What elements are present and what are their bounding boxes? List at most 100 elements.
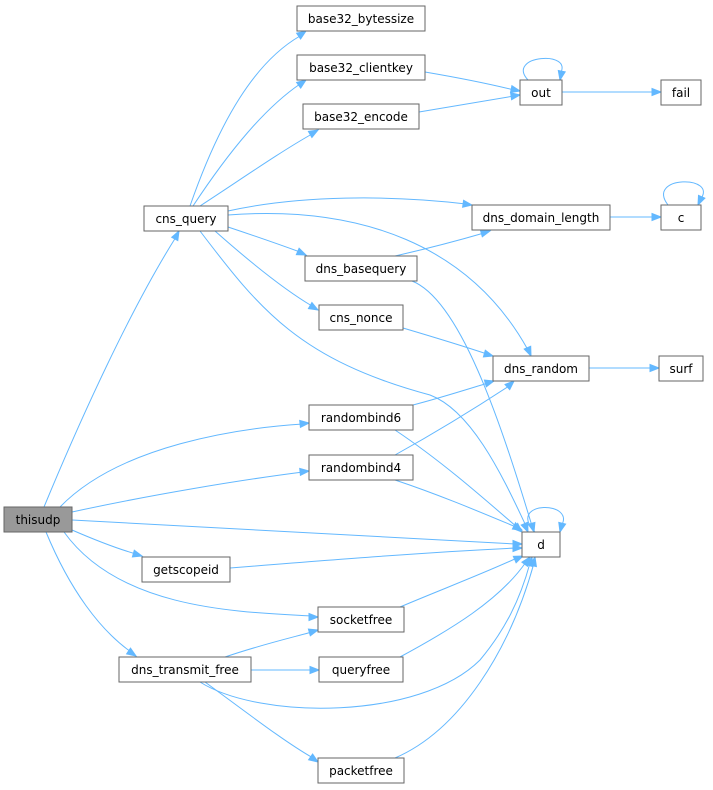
- arrowhead: [509, 84, 522, 94]
- edge-dns-transmit-free-d: [199, 555, 534, 709]
- node-out[interactable]: out: [519, 79, 563, 106]
- arrowhead: [557, 69, 567, 82]
- arrowhead: [649, 363, 661, 373]
- edge-line: [394, 562, 535, 759]
- edge-dns-domain-length-c: [610, 212, 663, 222]
- edge-line: [189, 35, 301, 207]
- edge-cns-query-cns-nonce: [214, 230, 320, 311]
- edge-dns-transmit-free-socketfree: [224, 628, 320, 658]
- edge-cns-query-d: [199, 230, 529, 534]
- arrowhead: [307, 628, 320, 637]
- edge-line: [214, 230, 313, 307]
- edge-line: [59, 423, 304, 508]
- edge-randombind4-dns-random: [394, 380, 516, 456]
- node-label: queryfree: [332, 663, 390, 677]
- edge-getscopeid-d: [229, 543, 524, 569]
- arrowhead: [504, 380, 516, 391]
- edge-line: [71, 519, 517, 545]
- edge-out-out: [522, 57, 567, 82]
- edge-cns-query-dns-domain-length: [227, 197, 474, 212]
- arrowhead: [307, 753, 320, 763]
- edge-line: [43, 236, 177, 508]
- edge-line: [418, 95, 515, 113]
- node-base32-encode[interactable]: base32_encode: [302, 103, 420, 130]
- node-getscopeid[interactable]: getscopeid: [141, 556, 231, 583]
- edge-line: [394, 429, 519, 529]
- edge-line: [199, 133, 313, 207]
- node-cns-nonce[interactable]: cns_nonce: [318, 304, 404, 331]
- node-label: cns_query: [155, 212, 216, 226]
- node-label: base32_clientkey: [309, 61, 413, 75]
- node-c[interactable]: c: [660, 204, 702, 231]
- node-cns-query[interactable]: cns_query: [143, 205, 229, 232]
- edge-cns-query-base32-bytessize: [189, 30, 308, 207]
- node-d[interactable]: d: [521, 531, 561, 558]
- edge-line: [227, 213, 529, 351]
- edge-line: [394, 479, 517, 528]
- edge-line: [399, 557, 518, 608]
- arrowhead: [523, 345, 532, 358]
- edge-cns-query-dns-basequery: [227, 226, 308, 256]
- edge-cns-query-base32-clientkey: [192, 79, 308, 207]
- edge-line: [71, 471, 304, 513]
- arrowhead: [309, 665, 321, 675]
- arrowhead: [125, 647, 138, 657]
- node-packetfree[interactable]: packetfree: [317, 757, 405, 784]
- edge-line: [199, 562, 531, 709]
- node-dns-transmit-free[interactable]: dns_transmit_free: [118, 656, 252, 683]
- edge-line: [424, 71, 515, 91]
- edge-thisudp-randombind6: [59, 419, 311, 508]
- node-label: dns_transmit_free: [131, 663, 239, 677]
- edge-thisudp-socketfree: [63, 531, 320, 622]
- edge-d-d: [527, 507, 567, 534]
- node-label: base32_encode: [314, 110, 408, 124]
- node-fail[interactable]: fail: [660, 79, 702, 106]
- node-queryfree[interactable]: queryfree: [318, 656, 404, 683]
- edge-randombind6-d: [394, 429, 524, 533]
- node-label: dns_random: [504, 362, 578, 376]
- edge-line: [411, 280, 533, 527]
- edge-dns-transmit-free-queryfree: [251, 665, 321, 675]
- node-label: packetfree: [329, 764, 393, 778]
- edge-packetfree-d: [394, 555, 538, 759]
- arrowhead: [299, 467, 311, 477]
- node-label: cns_nonce: [330, 311, 393, 325]
- node-base32-bytessize[interactable]: base32_bytessize: [296, 5, 426, 32]
- edge-line: [204, 681, 314, 759]
- edge-line: [399, 561, 527, 658]
- arrowhead: [295, 247, 308, 256]
- node-randombind6[interactable]: randombind6: [308, 404, 414, 431]
- arrowhead: [558, 521, 567, 534]
- arrowhead: [520, 521, 529, 534]
- edge-out-fail: [562, 87, 663, 97]
- edge-dns-basequery-d: [411, 280, 536, 534]
- edge-cns-nonce-dns-random: [402, 327, 495, 358]
- arrowhead: [299, 419, 311, 429]
- edge-line: [522, 57, 563, 81]
- node-thisudp[interactable]: thisudp: [3, 506, 73, 533]
- edge-line: [394, 385, 510, 456]
- node-dns-basequery[interactable]: dns_basequery: [304, 255, 418, 282]
- arrowhead: [651, 212, 663, 222]
- arrowhead: [462, 199, 474, 208]
- node-surf[interactable]: surf: [658, 355, 704, 382]
- node-label: dns_basequery: [316, 262, 407, 276]
- edge-dns-basequery-dns-domain-length: [394, 229, 492, 257]
- edge-line: [192, 83, 301, 207]
- node-dns-random[interactable]: dns_random: [492, 355, 590, 382]
- arrowhead: [512, 555, 525, 564]
- node-label: dns_domain_length: [483, 211, 600, 225]
- edge-line: [227, 197, 467, 212]
- node-randombind4[interactable]: randombind4: [308, 454, 414, 481]
- edge-line: [394, 232, 485, 257]
- node-label: fail: [672, 86, 690, 100]
- edge-thisudp-cns-query: [43, 229, 180, 508]
- node-dns-domain-length[interactable]: dns_domain_length: [471, 204, 611, 231]
- edge-base32-encode-out: [418, 92, 522, 113]
- node-socketfree[interactable]: socketfree: [317, 606, 405, 633]
- edge-cns-query-base32-encode: [199, 129, 320, 207]
- node-base32-clientkey[interactable]: base32_clientkey: [296, 54, 426, 81]
- arrowhead: [307, 301, 320, 311]
- edge-line: [663, 181, 704, 206]
- node-label: thisudp: [16, 513, 61, 527]
